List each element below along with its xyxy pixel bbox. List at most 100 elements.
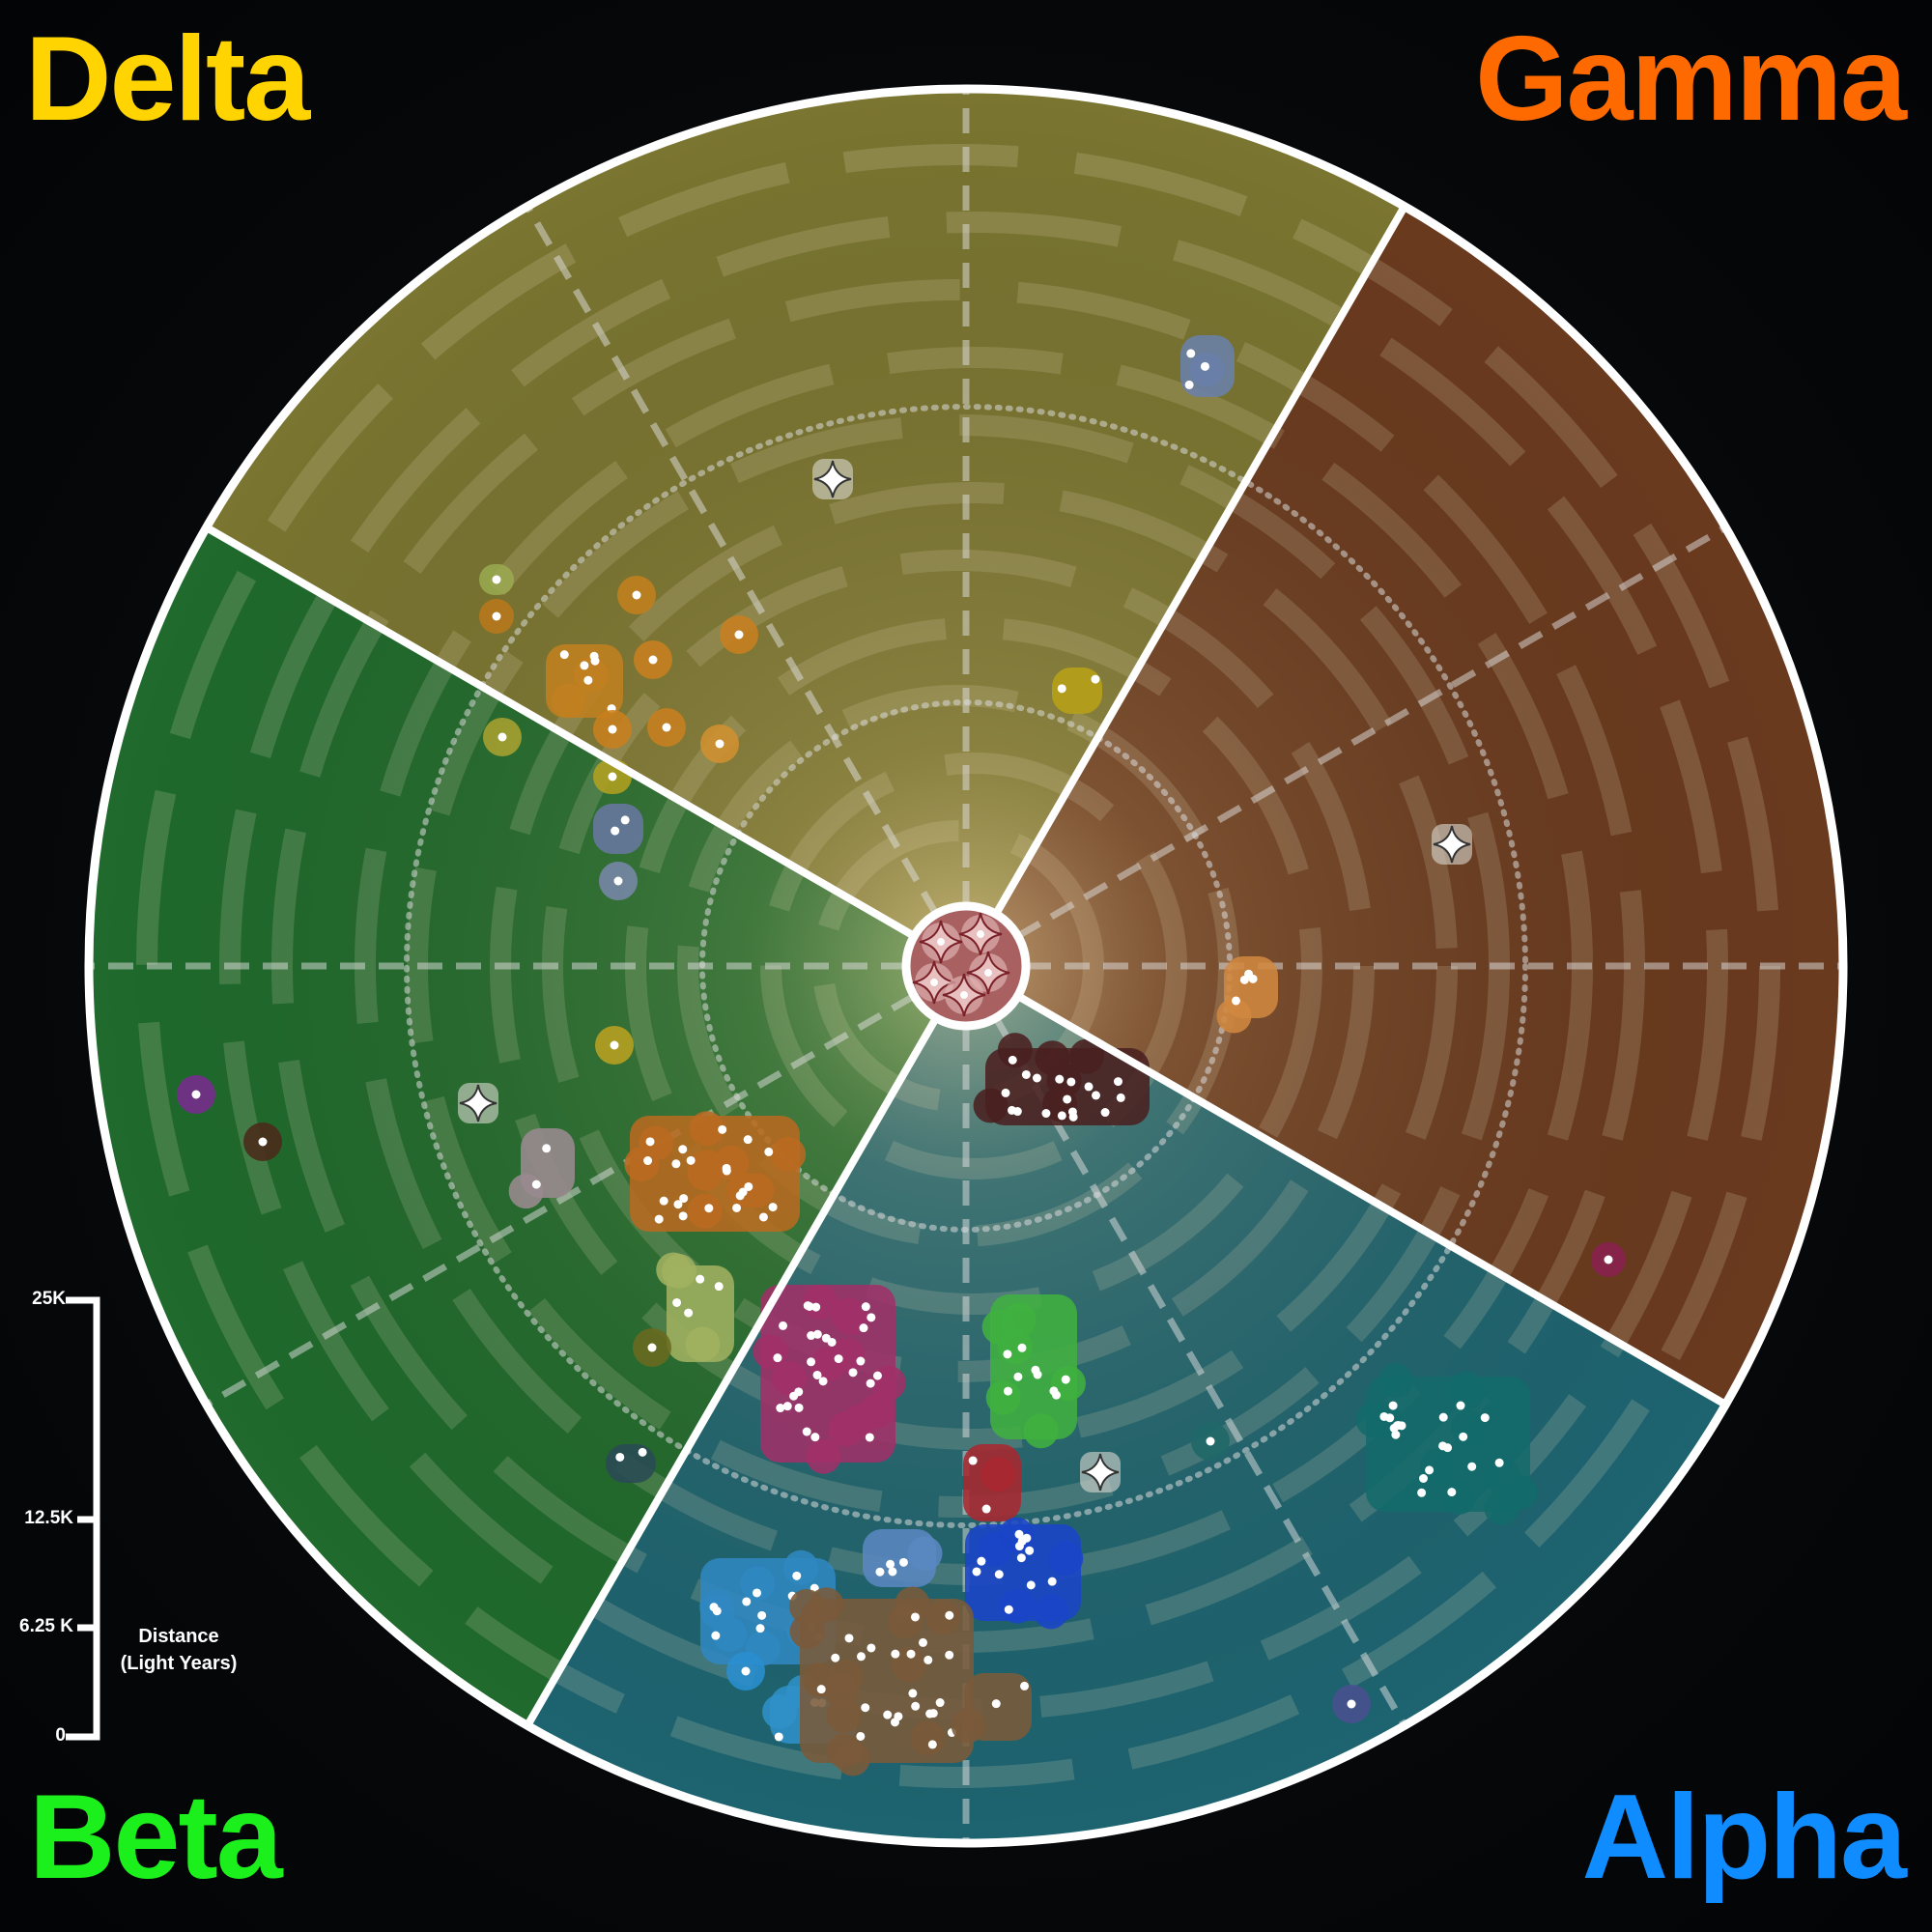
star-system-dot[interactable] — [753, 1588, 762, 1598]
star-system-dot[interactable] — [758, 1212, 768, 1222]
star-cluster[interactable] — [606, 1444, 656, 1483]
star-cluster[interactable] — [634, 640, 672, 679]
star-system-dot[interactable] — [856, 1652, 866, 1662]
star-cluster[interactable] — [965, 1517, 1084, 1630]
star-system-dot[interactable] — [764, 1147, 774, 1156]
star-cluster[interactable] — [1332, 1685, 1371, 1723]
star-system-dot[interactable] — [886, 1559, 895, 1569]
star-system-dot[interactable] — [722, 1166, 731, 1176]
star-system-dot[interactable] — [1008, 1055, 1017, 1065]
star-cluster[interactable] — [508, 1128, 575, 1209]
star-system-dot[interactable] — [945, 1650, 954, 1660]
star-system-dot[interactable] — [1057, 684, 1066, 694]
star-system-dot[interactable] — [872, 1371, 882, 1380]
star-system-dot[interactable] — [1200, 361, 1209, 371]
star-cluster[interactable] — [595, 1026, 634, 1065]
star-system-dot[interactable] — [994, 1570, 1004, 1579]
star-system-dot[interactable] — [611, 826, 620, 836]
star-system-dot[interactable] — [1003, 1350, 1012, 1359]
star-system-dot[interactable] — [671, 1159, 681, 1169]
star-cluster[interactable] — [788, 1586, 974, 1776]
star-system-dot[interactable] — [866, 1378, 875, 1388]
star-system-dot[interactable] — [258, 1137, 268, 1147]
star-system-dot[interactable] — [1100, 1108, 1110, 1118]
star-system-dot[interactable] — [1385, 1413, 1395, 1423]
star-system-dot[interactable] — [768, 1203, 778, 1212]
landmark-star-marker[interactable] — [812, 459, 853, 499]
star-system-dot[interactable] — [844, 1634, 854, 1643]
star-system-dot[interactable] — [1004, 1605, 1013, 1614]
star-system-dot[interactable] — [1013, 1372, 1023, 1381]
star-system-dot[interactable] — [711, 1631, 721, 1640]
star-system-dot[interactable] — [807, 1331, 816, 1341]
star-system-dot[interactable] — [714, 1282, 724, 1292]
star-system-dot[interactable] — [910, 1612, 920, 1622]
star-system-dot[interactable] — [1116, 1093, 1125, 1102]
star-cluster[interactable] — [1216, 956, 1278, 1034]
star-system-dot[interactable] — [968, 1456, 978, 1465]
landmark-star-marker[interactable] — [1432, 824, 1472, 865]
star-cluster[interactable] — [647, 708, 686, 747]
star-cluster[interactable] — [726, 1652, 765, 1690]
star-cluster[interactable] — [753, 1284, 906, 1474]
star-system-dot[interactable] — [608, 772, 617, 781]
star-system-dot[interactable] — [1014, 1529, 1024, 1539]
star-cluster[interactable] — [1591, 1242, 1626, 1277]
star-system-dot[interactable] — [867, 1643, 876, 1653]
star-system-dot[interactable] — [827, 1337, 837, 1347]
star-system-dot[interactable] — [542, 1144, 552, 1153]
star-system-dot[interactable] — [1456, 1401, 1465, 1410]
star-system-dot[interactable] — [1347, 1699, 1356, 1709]
star-system-dot[interactable] — [684, 1308, 694, 1318]
star-cluster[interactable] — [546, 644, 623, 719]
star-system-dot[interactable] — [643, 1156, 653, 1166]
star-system-dot[interactable] — [620, 815, 630, 825]
star-cluster[interactable] — [963, 1444, 1021, 1521]
star-cluster[interactable] — [973, 1033, 1150, 1125]
star-system-dot[interactable] — [811, 1302, 821, 1312]
star-system-dot[interactable] — [741, 1666, 751, 1676]
star-system-dot[interactable] — [802, 1427, 811, 1436]
star-system-dot[interactable] — [773, 1353, 782, 1363]
star-system-dot[interactable] — [848, 1368, 858, 1378]
star-system-dot[interactable] — [559, 650, 569, 660]
star-system-dot[interactable] — [1026, 1580, 1036, 1590]
star-system-dot[interactable] — [1417, 1488, 1427, 1497]
star-cluster[interactable] — [624, 1111, 807, 1232]
star-system-dot[interactable] — [1438, 1412, 1448, 1422]
star-system-dot[interactable] — [1113, 1077, 1122, 1087]
star-system-dot[interactable] — [1392, 1421, 1402, 1431]
star-system-dot[interactable] — [1091, 674, 1100, 684]
star-cluster[interactable] — [243, 1122, 282, 1161]
star-system-dot[interactable] — [1418, 1473, 1428, 1483]
star-cluster[interactable] — [593, 804, 643, 854]
star-cluster[interactable] — [1052, 668, 1102, 714]
star-system-dot[interactable] — [590, 656, 600, 666]
star-system-dot[interactable] — [861, 1703, 870, 1713]
star-system-dot[interactable] — [861, 1302, 870, 1312]
star-system-dot[interactable] — [1032, 1073, 1041, 1083]
star-system-dot[interactable] — [738, 1187, 748, 1197]
star-system-dot[interactable] — [923, 1655, 933, 1664]
star-system-dot[interactable] — [757, 1610, 767, 1620]
star-cluster[interactable] — [483, 718, 522, 756]
star-cluster[interactable] — [656, 1252, 734, 1362]
star-system-dot[interactable] — [888, 1567, 897, 1577]
star-system-dot[interactable] — [831, 1653, 840, 1662]
star-system-dot[interactable] — [744, 1181, 753, 1191]
star-cluster[interactable] — [981, 1294, 1086, 1449]
star-cluster[interactable] — [177, 1075, 215, 1114]
star-system-dot[interactable] — [972, 1567, 981, 1577]
star-cluster[interactable] — [1191, 1422, 1230, 1461]
star-system-dot[interactable] — [792, 1571, 802, 1580]
star-system-dot[interactable] — [610, 1040, 619, 1050]
star-system-dot[interactable] — [805, 1301, 814, 1311]
star-system-dot[interactable] — [816, 1685, 826, 1694]
star-system-dot[interactable] — [734, 630, 744, 639]
star-cluster[interactable] — [617, 576, 656, 614]
star-system-dot[interactable] — [856, 1356, 866, 1366]
star-system-dot[interactable] — [654, 1214, 664, 1224]
star-system-dot[interactable] — [1068, 1112, 1078, 1122]
star-system-dot[interactable] — [981, 1504, 991, 1514]
star-cluster[interactable] — [951, 1673, 1032, 1744]
